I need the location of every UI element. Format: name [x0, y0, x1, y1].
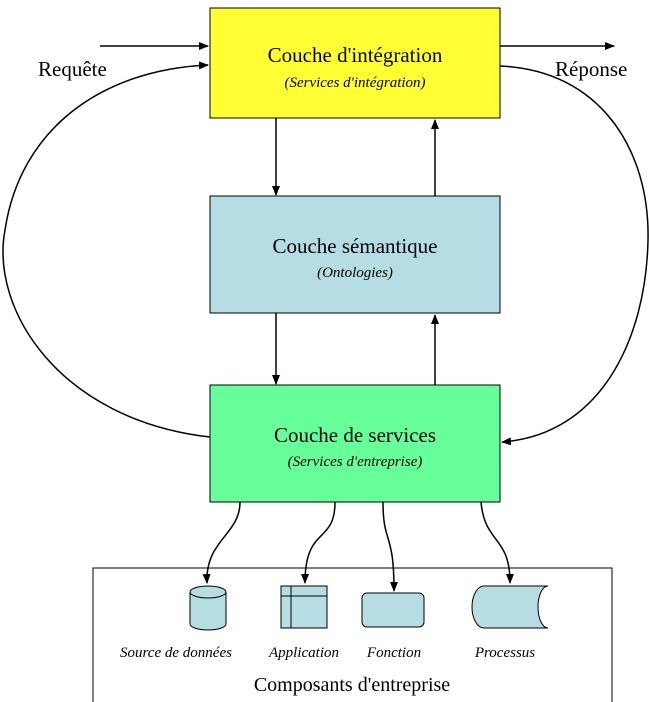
database-cylinder-icon: [189, 585, 227, 631]
integration-layer: Couche d'intégration (Services d'intégra…: [209, 7, 501, 119]
services-layer-box: [209, 384, 501, 503]
response-label: Réponse: [555, 57, 627, 81]
connector-to-process: [480, 501, 514, 584]
integration-layer-box: [209, 7, 501, 119]
semantic-layer-box: [209, 195, 501, 314]
connector-to-data-source: [202, 501, 241, 584]
integration-layer-subtitle: (Services d'intégration): [284, 75, 425, 91]
component-label: Source de données: [120, 645, 232, 661]
connector-to-application: [301, 501, 336, 584]
loop-integration-to-services: [499, 65, 649, 446]
services-layer-title: Couche de services: [274, 423, 436, 447]
rounded-rectangle-icon: [361, 592, 425, 628]
stored-data-icon: [471, 585, 549, 629]
components-panel: Source de données Application Fonction P…: [92, 501, 613, 702]
components-panel-title: Composants d'entreprise: [254, 674, 450, 696]
component-label: Application: [268, 645, 339, 661]
services-layer-subtitle: (Services d'entreprise): [288, 454, 423, 470]
loop-services-to-integration: [2, 61, 211, 438]
semantic-layer: Couche sémantique (Ontologies): [209, 195, 501, 314]
services-layer: Couche de services (Services d'entrepris…: [209, 384, 501, 503]
components-panel-border: [92, 567, 613, 702]
application-window-icon: [280, 585, 328, 629]
integration-layer-title: Couche d'intégration: [268, 43, 443, 67]
component-label: Fonction: [366, 645, 421, 661]
semantic-layer-title: Couche sémantique: [272, 234, 437, 258]
semantic-layer-subtitle: (Ontologies): [317, 265, 393, 281]
component-label: Processus: [474, 645, 535, 661]
connector-to-function: [382, 501, 398, 592]
request-label: Requête: [38, 57, 107, 81]
